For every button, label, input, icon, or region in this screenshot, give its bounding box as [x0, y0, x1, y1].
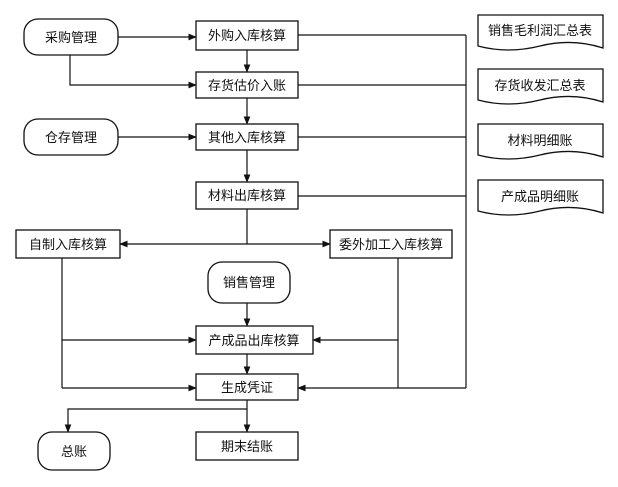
process-product-out: 产成品出库核算	[195, 325, 314, 355]
process-product-out-label: 产成品出库核算	[208, 333, 299, 349]
process-outsourced-in-label: 委外加工入库核算	[339, 237, 443, 253]
module-sales-label: 销售管理	[223, 275, 275, 291]
process-other-in: 其他入库核算	[195, 123, 299, 151]
report-product-detail-label: 产成品明细账	[501, 190, 579, 205]
process-inventory-valuation-label: 存货估价入账	[208, 78, 286, 94]
process-voucher: 生成凭证	[195, 373, 299, 401]
module-ledger: 总账	[37, 431, 111, 471]
process-period-close-label: 期末结账	[221, 440, 273, 455]
process-other-in-label: 其他入库核算	[208, 130, 286, 146]
process-outsourced-in: 委外加工入库核算	[329, 229, 453, 259]
process-self-made-in-label: 自制入库核算	[29, 237, 107, 253]
arrow-voucher-to-ledger	[64, 408, 247, 433]
process-material-out-label: 材料出库核算	[208, 188, 286, 204]
module-ledger-label: 总账	[61, 445, 87, 460]
process-purchase-in-label: 外购入库核算	[208, 28, 286, 44]
report-inventory-summary: 存货收发汇总表	[477, 68, 604, 105]
process-self-made-in: 自制入库核算	[15, 229, 121, 259]
process-purchase-in: 外购入库核算	[195, 20, 299, 51]
report-material-detail-label: 材料明细账	[507, 134, 572, 149]
module-sales: 销售管理	[207, 261, 291, 304]
report-product-detail: 产成品明细账	[477, 179, 604, 216]
process-period-close: 期末结账	[195, 431, 299, 461]
connectors	[61, 33, 467, 433]
process-voucher-label: 生成凭证	[221, 381, 273, 396]
report-sales-profit: 销售毛利润汇总表	[477, 14, 604, 51]
report-inventory-summary-label: 存货收发汇总表	[494, 78, 585, 94]
process-inventory-valuation: 存货估价入账	[195, 71, 299, 99]
module-purchase: 采购管理	[23, 18, 119, 56]
module-warehouse-label: 仓存管理	[45, 131, 97, 146]
arrow-purchase-to-valuation	[69, 55, 197, 89]
process-material-out: 材料出库核算	[195, 181, 299, 210]
report-sales-profit-label: 销售毛利润汇总表	[488, 23, 592, 39]
module-warehouse: 仓存管理	[23, 118, 119, 156]
module-purchase-label: 采购管理	[45, 30, 97, 46]
report-material-detail: 材料明细账	[477, 123, 604, 160]
